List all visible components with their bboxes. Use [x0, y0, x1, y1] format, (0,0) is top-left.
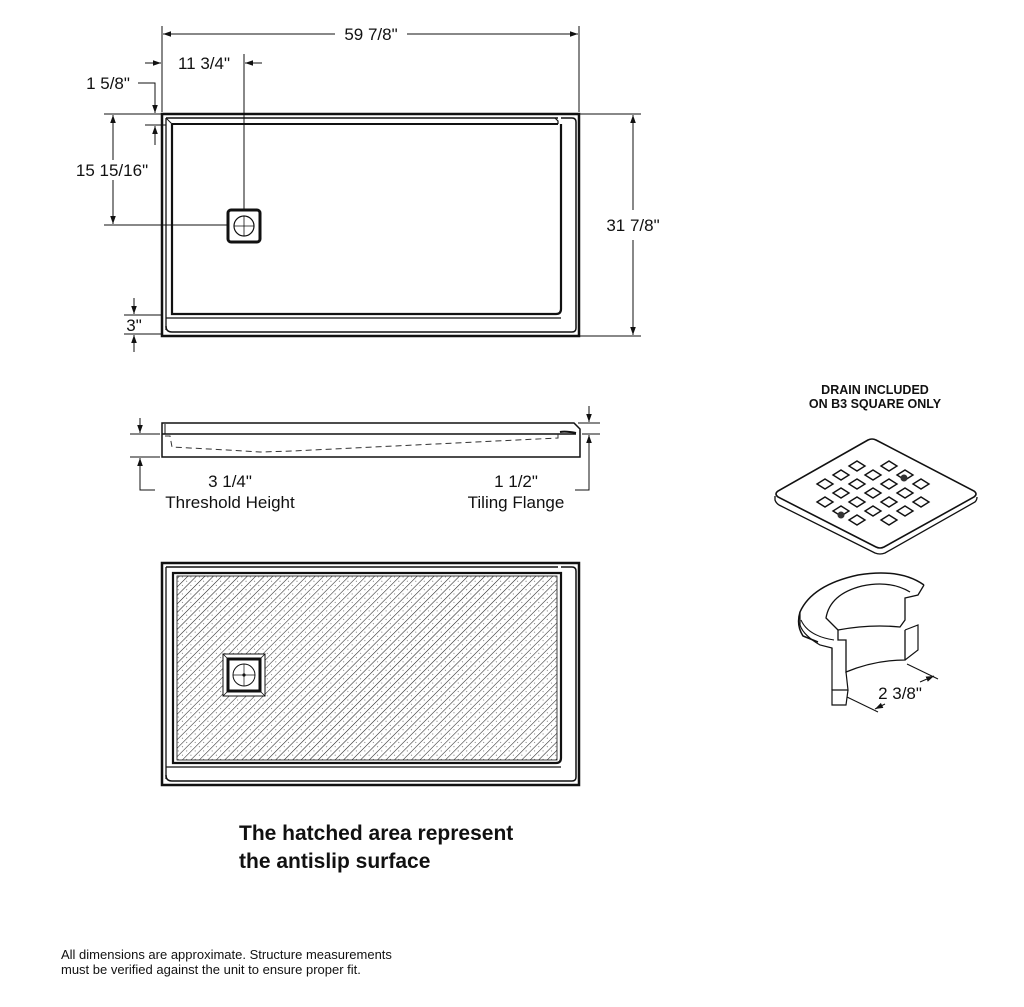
side-view — [161, 422, 581, 458]
dim-overall-width: 59 7/8" — [161, 25, 580, 112]
drain-offset-y-label: 15 15/16" — [76, 161, 148, 180]
disclaimer-line-2: must be verified against the unit to ens… — [61, 962, 361, 977]
dim-drain-offset-x: 11 3/4" — [145, 54, 262, 210]
drain-caption-line-2: ON B3 SQUARE ONLY — [808, 397, 942, 411]
hatched-view — [160, 561, 581, 787]
dim-drain-offset-y: 15 15/16" — [76, 113, 228, 226]
top-view — [160, 112, 581, 338]
dim-threshold-height: 3 1/4" Threshold Height — [130, 418, 295, 512]
drain-body-depth-label: 2 3/8" — [878, 684, 922, 703]
drain-offset-x-label: 11 3/4" — [178, 54, 230, 73]
drain-caption-line-1: DRAIN INCLUDED — [821, 383, 929, 397]
disclaimer-line-1: All dimensions are approximate. Structur… — [61, 947, 392, 962]
overall-depth-label: 31 7/8" — [606, 216, 659, 235]
drain-body-illustration: 2 3/8" — [797, 572, 939, 713]
flange-top-label: 1 5/8" — [86, 74, 130, 93]
tiling-flange-label: Tiling Flange — [468, 493, 565, 512]
dim-flange-top: 1 5/8" — [86, 74, 166, 145]
dim-overall-depth: 31 7/8" — [580, 113, 660, 337]
tiling-flange-value: 1 1/2" — [494, 472, 538, 491]
dim-threshold-depth: 3" — [124, 298, 162, 352]
antislip-note-line-1: The hatched area represent — [239, 822, 514, 845]
antislip-note: The hatched area represent the antislip … — [239, 820, 513, 876]
drain-included-caption: DRAIN INCLUDED ON B3 SQUARE ONLY — [770, 383, 980, 411]
drain-grate-illustration — [774, 438, 978, 555]
threshold-depth-label: 3" — [126, 316, 142, 335]
overall-width-label: 59 7/8" — [344, 25, 397, 44]
dim-tiling-flange: 1 1/2" Tiling Flange — [468, 406, 600, 512]
disclaimer-footer: All dimensions are approximate. Structur… — [61, 947, 392, 977]
antislip-note-line-2: the antislip surface — [239, 850, 431, 873]
threshold-height-value: 3 1/4" — [208, 472, 252, 491]
threshold-height-label: Threshold Height — [165, 493, 295, 512]
